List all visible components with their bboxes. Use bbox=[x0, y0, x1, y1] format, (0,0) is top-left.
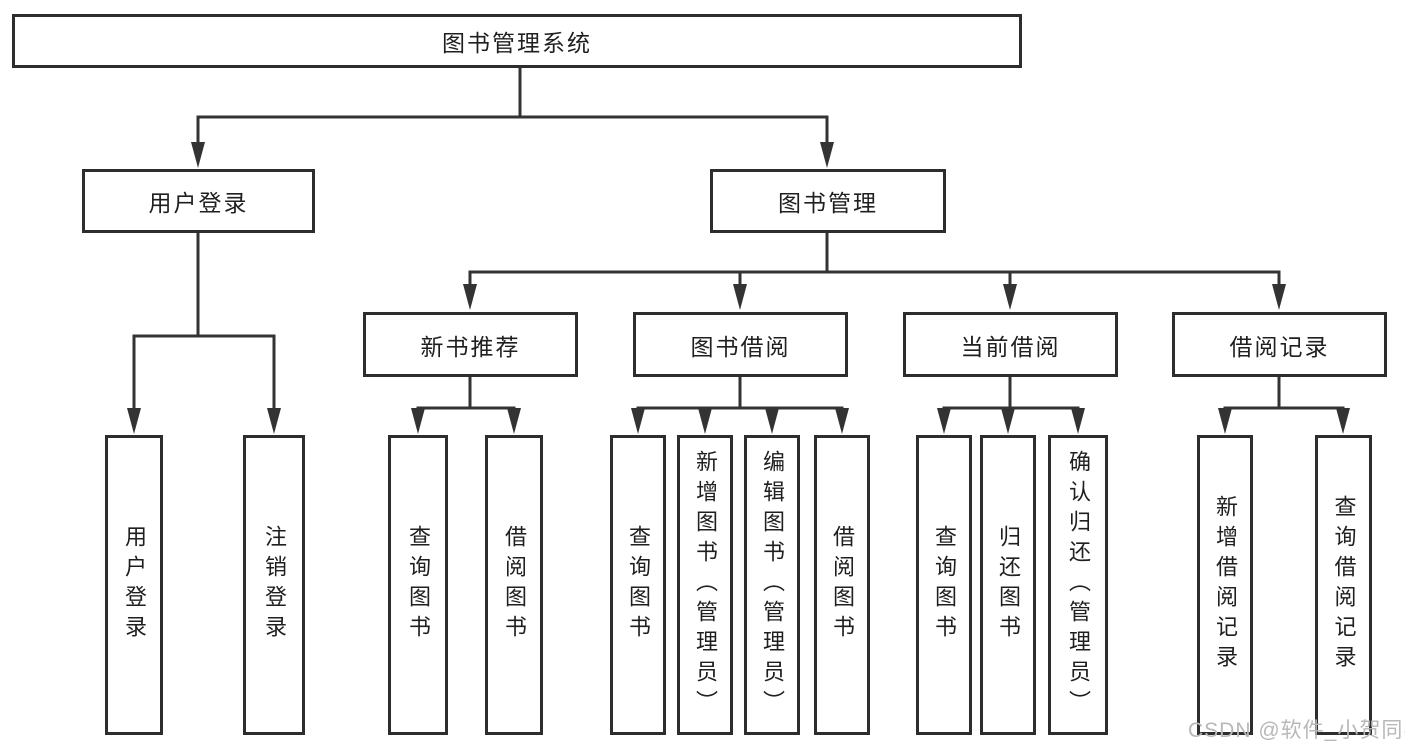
node-br-add-record: 新增借阅记录 bbox=[1197, 435, 1253, 735]
node-cb-query-book: 查询图书 bbox=[916, 435, 972, 735]
node-bb-edit-book-admin: 编辑图书（管理员） bbox=[744, 435, 800, 735]
connector-borrow-records-to-leaves bbox=[1218, 376, 1350, 434]
node-borrow-records: 借阅记录 bbox=[1172, 312, 1387, 377]
node-bb-add-book-admin: 新增图书（管理员） bbox=[677, 435, 733, 735]
node-leaf-user-login: 用户登录 bbox=[105, 435, 163, 735]
node-leaf-logout: 注销登录 bbox=[243, 435, 305, 735]
node-library-system: 图书管理系统 bbox=[12, 14, 1022, 68]
node-br-query-record: 查询借阅记录 bbox=[1315, 435, 1372, 735]
node-cb-return-book: 归还图书 bbox=[980, 435, 1036, 735]
connector-book-mgmt-to-level3 bbox=[463, 232, 1286, 310]
node-current-borrowing: 当前借阅 bbox=[903, 312, 1118, 377]
node-bb-query-book: 查询图书 bbox=[610, 435, 666, 735]
node-cb-confirm-return-admin: 确认归还（管理员） bbox=[1048, 435, 1108, 735]
csdn-watermark: CSDN @软件_小贺同学 bbox=[1188, 719, 1405, 742]
node-rec-borrow-book: 借阅图书 bbox=[485, 435, 543, 735]
connector-root-to-level2 bbox=[191, 67, 834, 168]
connector-user-login-to-leaves bbox=[127, 232, 281, 434]
node-new-book-recommend: 新书推荐 bbox=[363, 312, 578, 377]
connector-new-book-rec-to-leaves bbox=[411, 376, 521, 434]
node-bb-borrow-book: 借阅图书 bbox=[814, 435, 870, 735]
node-user-login: 用户登录 bbox=[82, 169, 315, 233]
connector-book-borrow-to-leaves bbox=[631, 376, 849, 434]
node-book-management: 图书管理 bbox=[710, 169, 946, 233]
connector-current-borrow-to-leaves bbox=[937, 376, 1085, 434]
node-book-borrowing: 图书借阅 bbox=[633, 312, 848, 377]
node-rec-query-book: 查询图书 bbox=[388, 435, 448, 735]
